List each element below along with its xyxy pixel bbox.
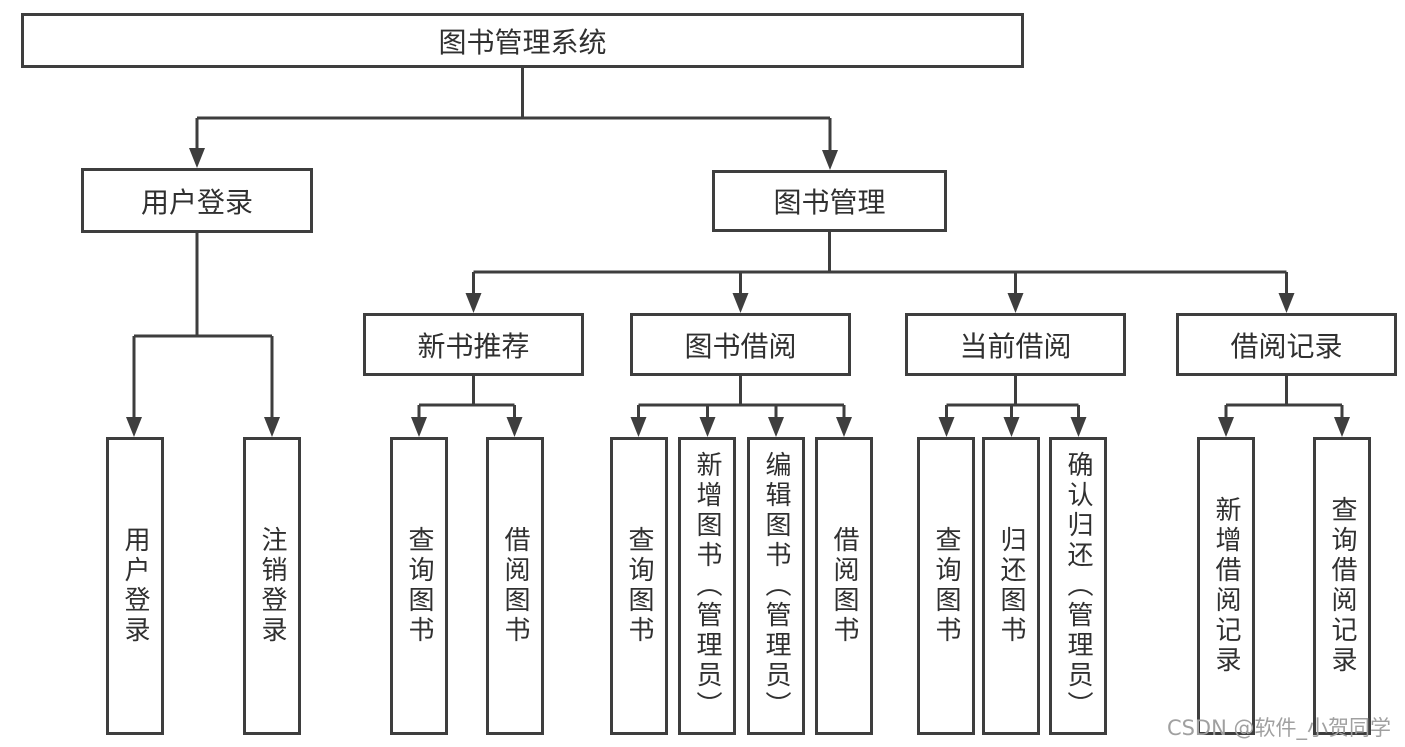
leaf-logout: 注销登录 (243, 437, 301, 735)
connector-book-management-to-level3 (472, 232, 1288, 297)
leaf-query-books-borrowing-label: 查询图书 (624, 526, 654, 646)
arrowheads (126, 148, 1350, 437)
leaf-user-login-label: 用户登录 (120, 526, 150, 646)
node-current-borrowing: 当前借阅 (905, 313, 1126, 376)
leaf-query-books-current: 查询图书 (917, 437, 975, 735)
connector-borrow-records-to-leaves (1224, 376, 1344, 421)
node-new-book-recommend: 新书推荐 (363, 313, 584, 376)
connector-user-login-to-leaves (132, 233, 274, 421)
leaf-add-books-admin-label: 新增图书（管理员） (692, 451, 722, 721)
leaf-borrow-books-recommend: 借阅图书 (486, 437, 544, 735)
leaf-edit-books-admin: 编辑图书（管理员） (747, 437, 805, 735)
node-book-management: 图书管理 (712, 170, 947, 232)
node-book-management-label: 图书管理 (773, 186, 886, 219)
leaf-query-books-borrowing: 查询图书 (610, 437, 668, 735)
node-user-login-label: 用户登录 (140, 185, 253, 219)
node-book-borrowing: 图书借阅 (630, 313, 851, 376)
leaf-user-login: 用户登录 (106, 437, 164, 735)
leaf-query-books-current-label: 查询图书 (931, 526, 961, 646)
leaf-logout-label: 注销登录 (257, 526, 287, 646)
leaf-borrow-books: 借阅图书 (815, 437, 873, 735)
node-user-login: 用户登录 (81, 168, 313, 233)
csdn-watermark: CSDN @软件_小贺同学 (1166, 716, 1391, 740)
leaf-add-borrow-record: 新增借阅记录 (1197, 437, 1255, 735)
leaf-query-books-recommend-label: 查询图书 (404, 526, 434, 646)
leaf-query-borrow-record-label: 查询借阅记录 (1327, 496, 1357, 676)
node-borrow-records: 借阅记录 (1176, 313, 1397, 376)
leaf-query-books-recommend: 查询图书 (390, 437, 448, 735)
leaf-return-books: 归还图书 (982, 437, 1040, 735)
connector-book-borrowing-to-leaves (637, 376, 846, 421)
leaf-add-borrow-record-label: 新增借阅记录 (1211, 496, 1241, 676)
leaf-confirm-return-admin: 确认归还（管理员） (1049, 437, 1107, 735)
node-current-borrowing-label: 当前借阅 (959, 329, 1072, 363)
leaf-edit-books-admin-label: 编辑图书（管理员） (761, 451, 791, 721)
node-library-system-label: 图书管理系统 (438, 25, 607, 59)
leaf-borrow-books-recommend-label: 借阅图书 (500, 526, 530, 646)
leaf-confirm-return-admin-label: 确认归还（管理员） (1063, 451, 1093, 721)
node-library-system: 图书管理系统 (21, 13, 1024, 68)
node-book-borrowing-label: 图书借阅 (684, 329, 797, 363)
node-borrow-records-label: 借阅记录 (1230, 329, 1343, 363)
leaf-return-books-label: 归还图书 (996, 526, 1026, 646)
leaf-borrow-books-label: 借阅图书 (829, 526, 859, 646)
leaf-query-borrow-record: 查询借阅记录 (1313, 437, 1371, 735)
connector-new-book-recommend-to-leaves (417, 376, 516, 421)
connector-root-to-level2 (195, 68, 832, 154)
node-new-book-recommend-label: 新书推荐 (417, 329, 530, 363)
leaf-add-books-admin: 新增图书（管理员） (678, 437, 736, 735)
connector-current-borrowing-to-leaves (945, 376, 1080, 421)
